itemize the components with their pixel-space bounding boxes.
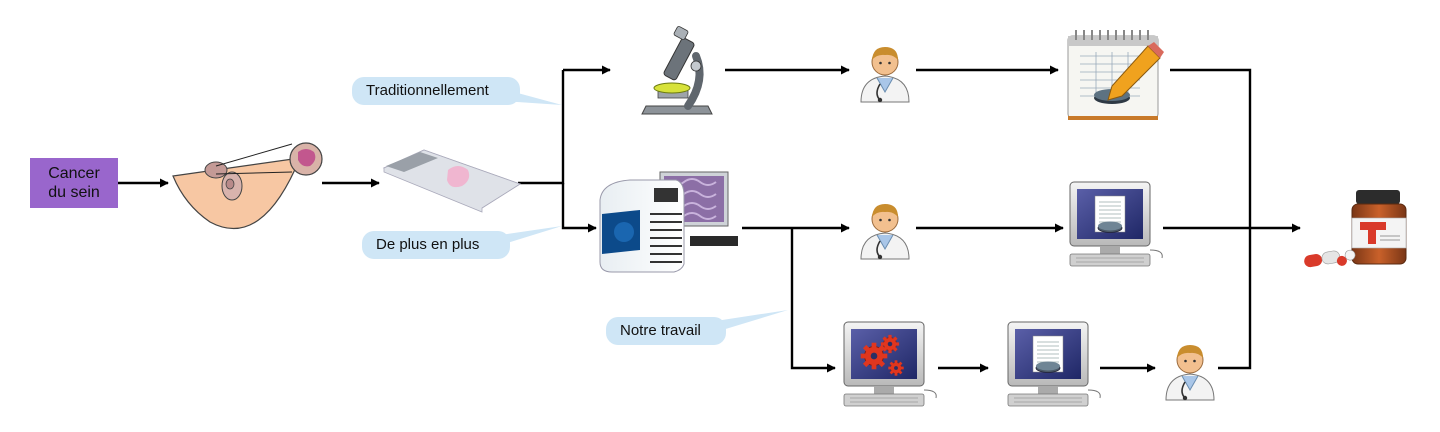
pathologist-icon: [860, 203, 910, 261]
callout-traditionally: Traditionnellement: [352, 77, 520, 105]
breast-tissue-icon: [172, 142, 323, 230]
medication-icon: [1304, 190, 1407, 268]
branch-line: [518, 70, 565, 185]
callout-our-work: Notre travail: [606, 317, 726, 345]
computer-icon: [1007, 321, 1101, 407]
scanner-icon: [599, 171, 738, 273]
line-pathologist-up: [1218, 228, 1252, 370]
start-node-breast-cancer: Cancer du sein: [30, 158, 118, 208]
computer-icon: [1069, 181, 1163, 267]
flow-arrows: [118, 65, 1301, 373]
start-node-line1: Cancer: [48, 165, 100, 182]
slide-icon: [382, 149, 522, 213]
callout-increasingly: De plus en plus: [362, 231, 510, 259]
start-node-line2: du sein: [48, 184, 100, 201]
pathologist-icon: [860, 46, 910, 103]
arrow-to-analysis-computer: [790, 228, 836, 373]
pathologist-icon: [1165, 344, 1215, 402]
line-report-to-treatment: [1170, 68, 1252, 228]
arrow-branch-to-scanner: [561, 183, 597, 233]
report-icon: [1067, 30, 1164, 120]
microscope-icon: [641, 26, 713, 115]
computer-gears-icon: [843, 321, 937, 407]
